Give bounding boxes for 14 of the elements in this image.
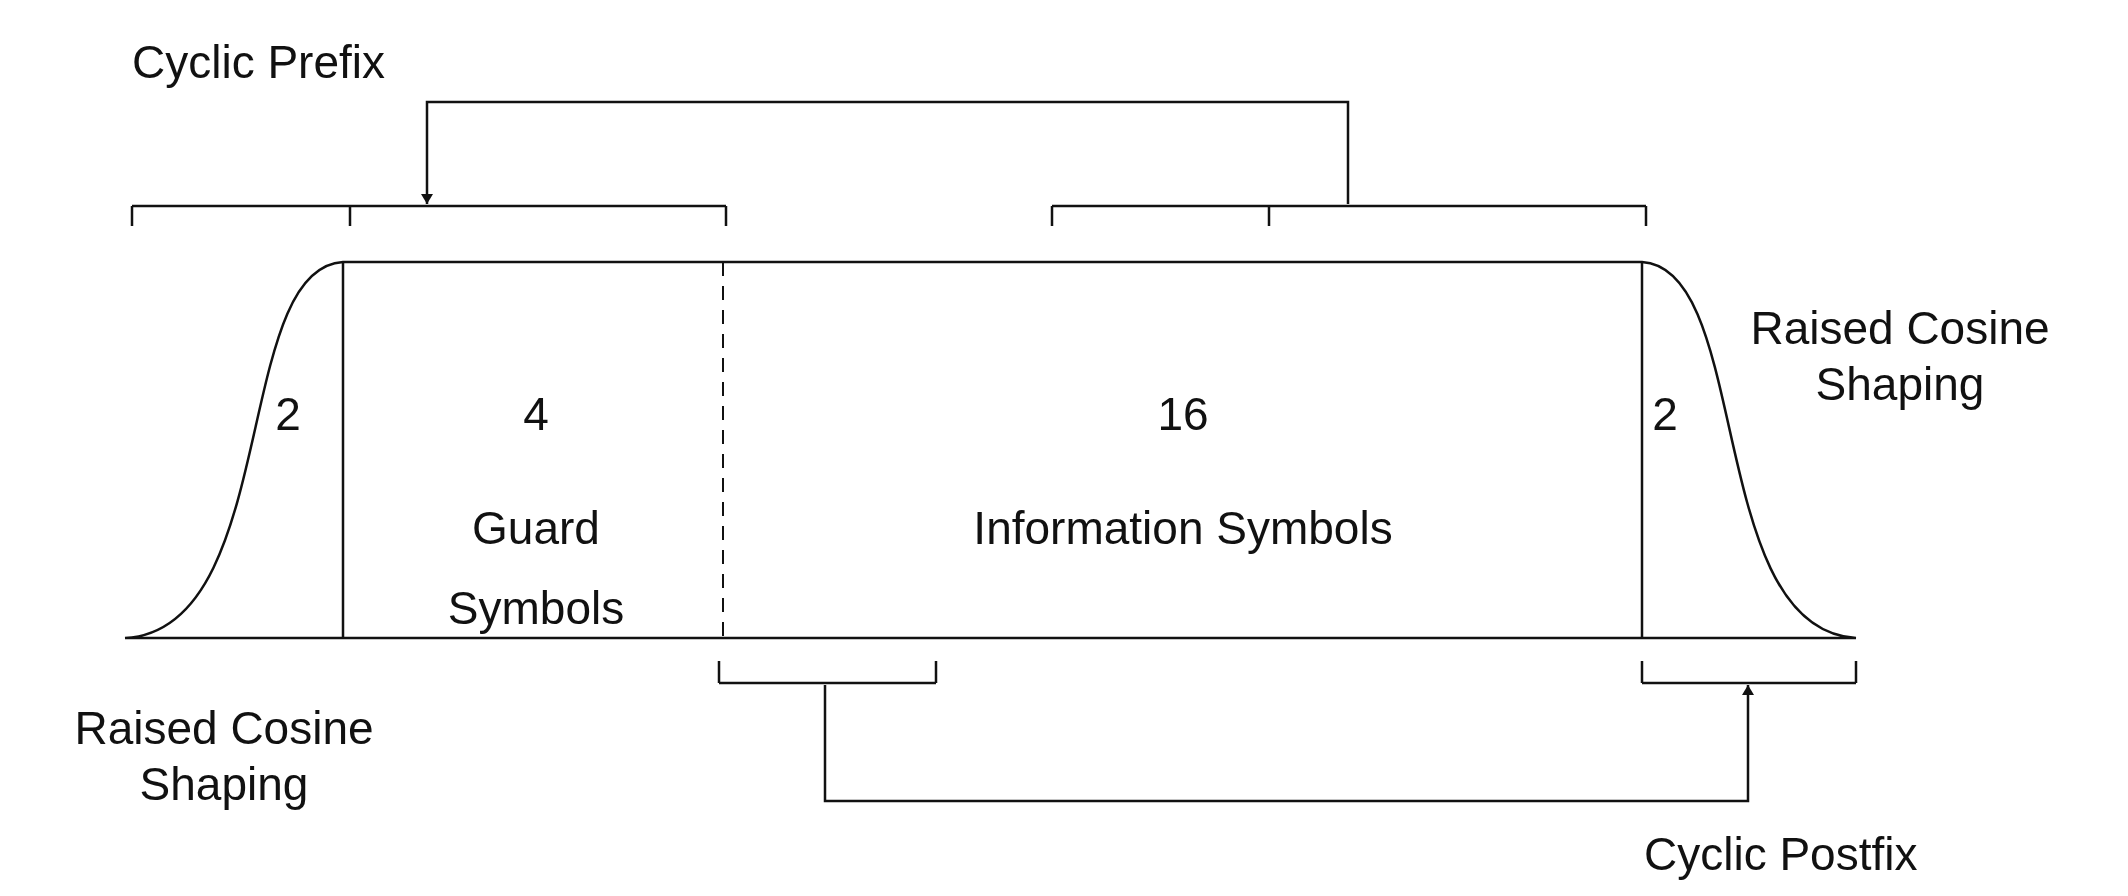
bracket <box>1640 661 1858 685</box>
bracket <box>1050 204 1648 226</box>
shaping-label: Raised Cosine Shaping <box>1749 301 2051 412</box>
segment-count: 4 <box>523 387 549 442</box>
segment-label: Guard Symbols <box>446 501 626 636</box>
segment-count: 2 <box>1652 387 1678 442</box>
segment-count: 16 <box>1157 387 1209 442</box>
segment-label: Information Symbols <box>973 501 1393 556</box>
connector-arrow <box>421 100 1350 204</box>
bracket <box>717 661 938 685</box>
connector-arrow <box>823 685 1754 803</box>
shaping-label: Raised Cosine Shaping <box>73 701 375 812</box>
bracket <box>130 204 728 226</box>
segment-count: 2 <box>275 387 301 442</box>
